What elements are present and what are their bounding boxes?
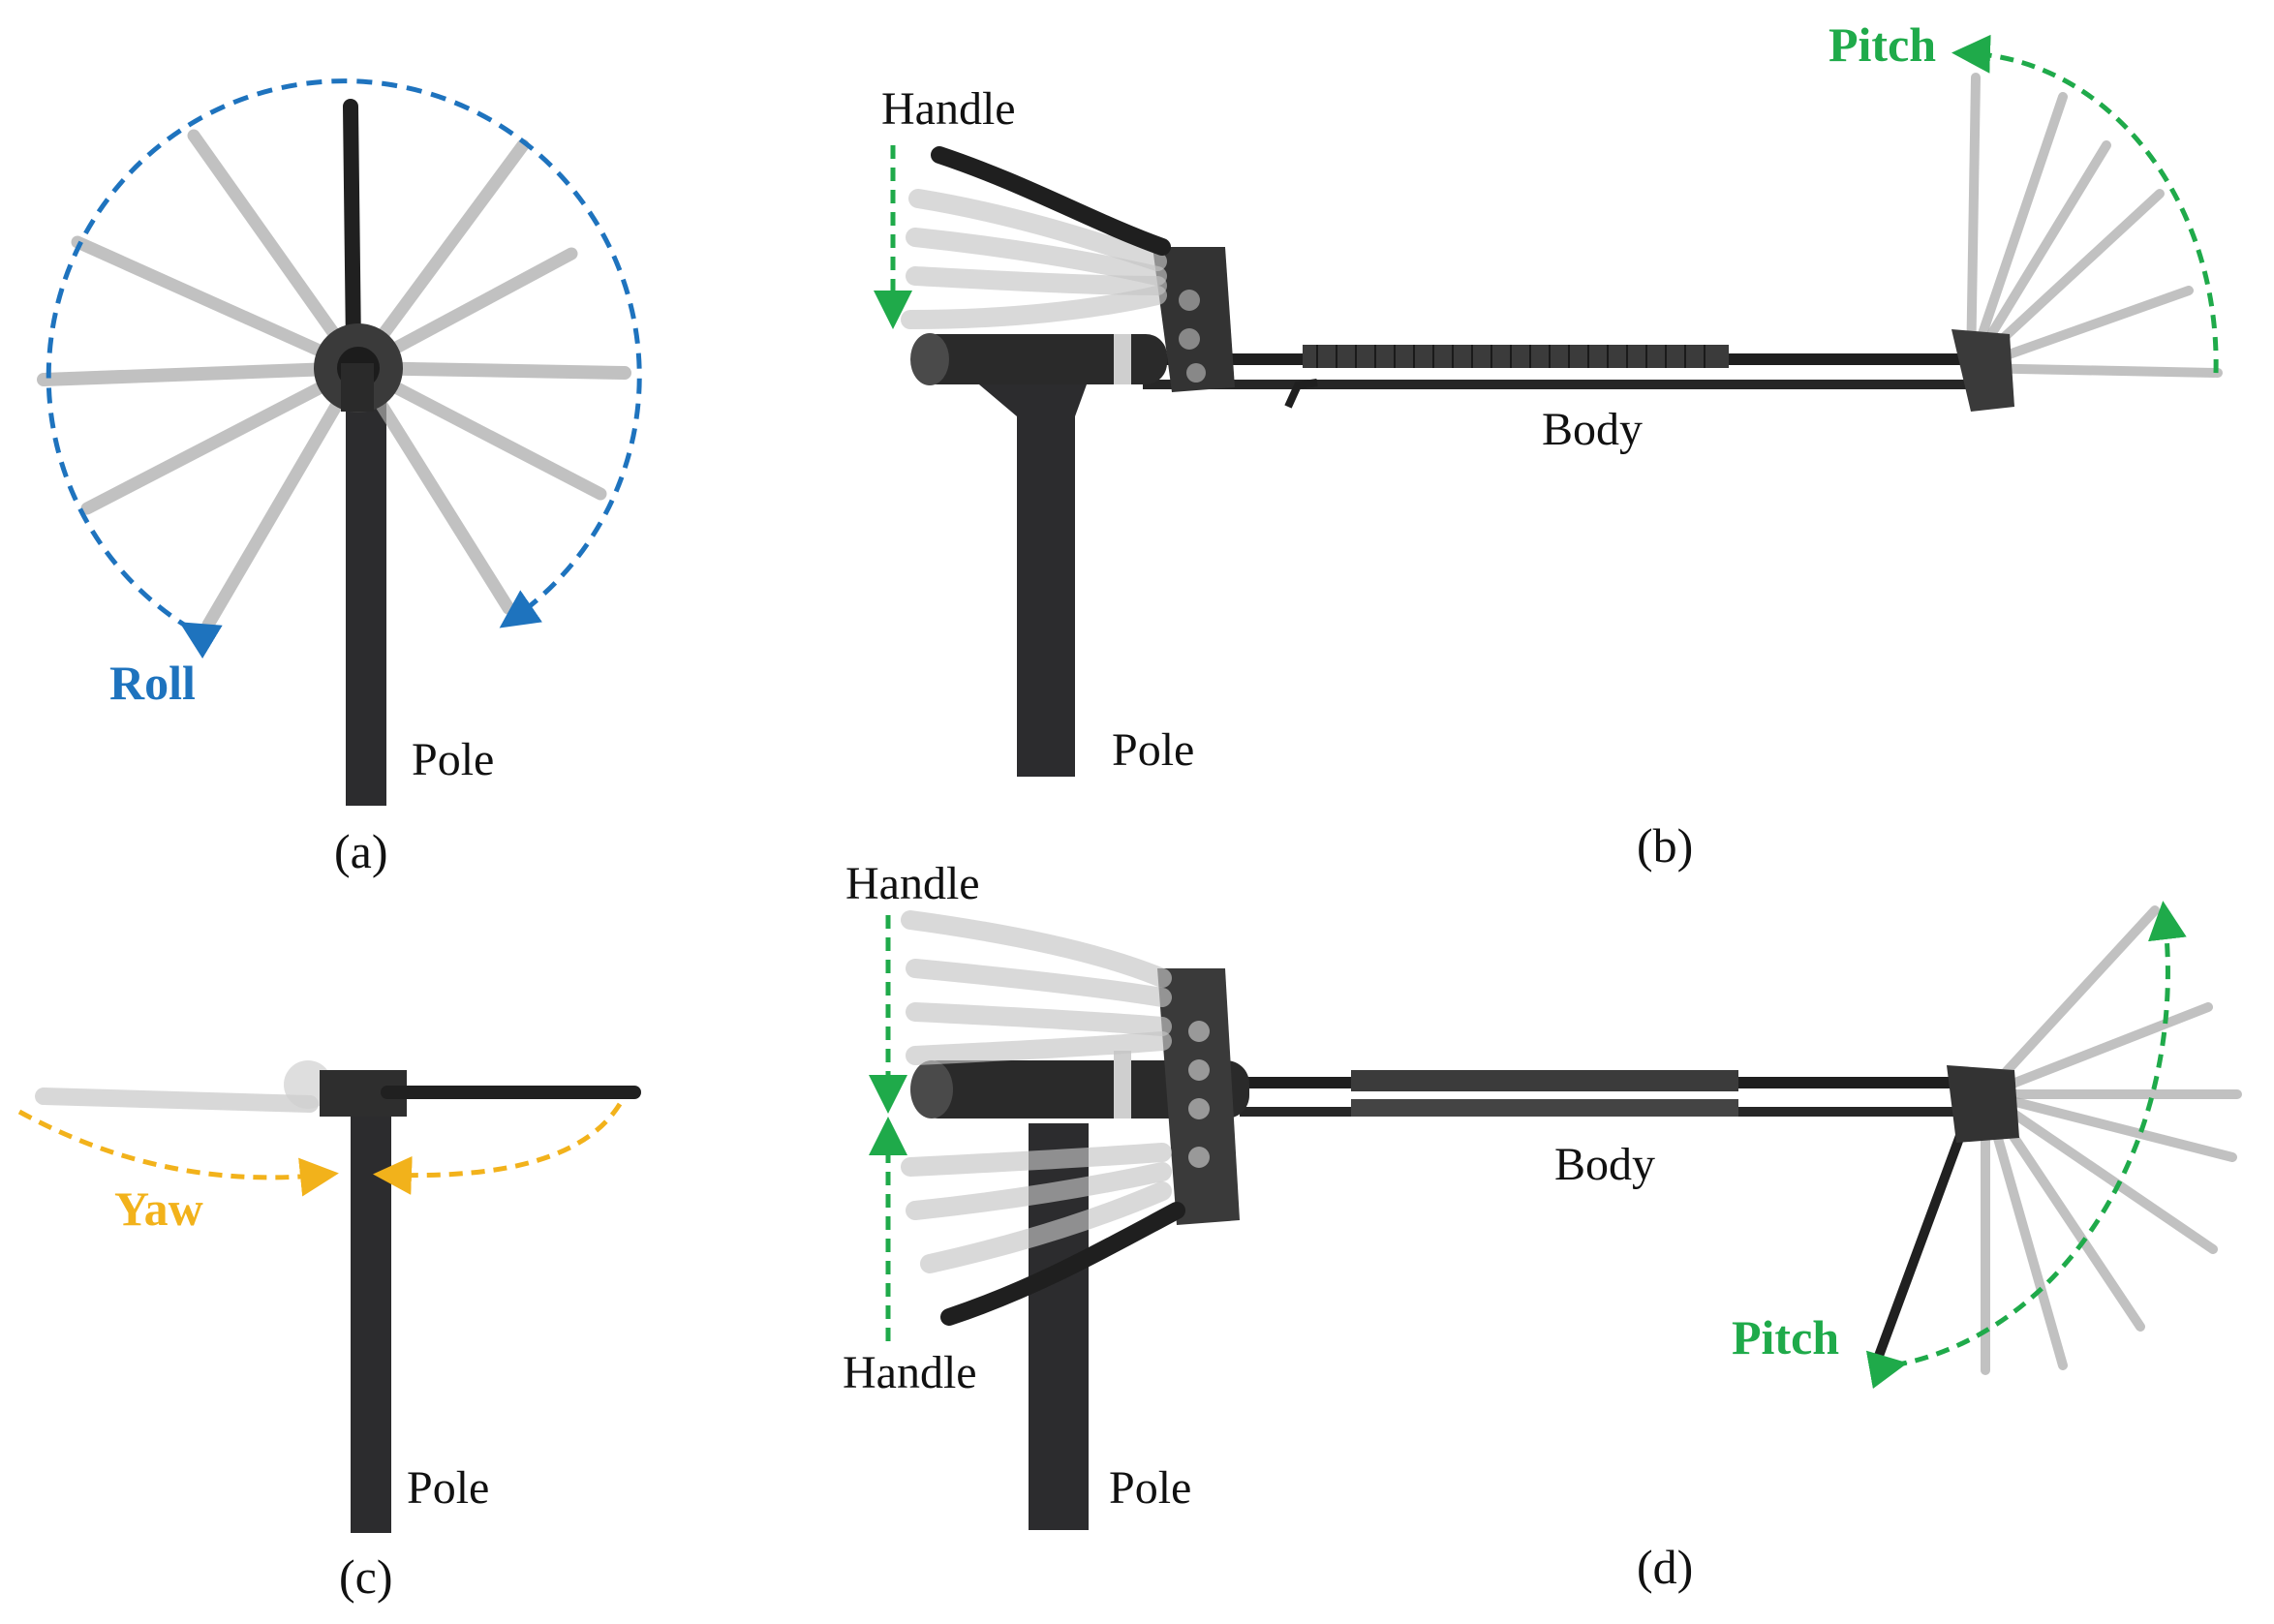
yaw-label: Yaw (114, 1181, 203, 1236)
roll-arrow (46, 78, 642, 659)
handle-bottom-label-d: Handle (843, 1347, 977, 1398)
caption-a: (a) (334, 824, 388, 878)
body-spring-d (1351, 1070, 1738, 1091)
caption-c: (c) (339, 1549, 393, 1604)
housing-b (915, 334, 1167, 384)
yaw-arrow-left (17, 1109, 339, 1197)
panel-c: Yaw Pole (c) (17, 1060, 641, 1604)
pole-a (346, 387, 386, 806)
handle-label-b: Handle (881, 83, 1016, 135)
body-label-b: Body (1542, 404, 1643, 455)
pitch-rod-solid-d (1874, 1128, 1966, 1361)
side-plate-b (1152, 247, 1235, 392)
pole-label-c: Pole (407, 1462, 489, 1514)
body-spring-b (1303, 345, 1729, 368)
roll-label: Roll (109, 656, 196, 710)
side-plate-d (1157, 968, 1240, 1225)
yaw-arrow-right (373, 1102, 623, 1195)
pole-b (1017, 378, 1075, 777)
pitch-arrow-d (1865, 901, 2187, 1390)
roll-rod-solid (343, 99, 361, 356)
pitch-arrow-b (1951, 34, 2219, 374)
yaw-rod-ghost (35, 1088, 319, 1113)
pole-label-a: Pole (412, 734, 494, 785)
handle-ghosts-d-upper (901, 910, 1172, 1065)
pitch-label-b: Pitch (1828, 17, 1936, 72)
handle-solid-b (931, 146, 1171, 256)
caption-d: (d) (1637, 1540, 1693, 1594)
pitch-ghost-rods-d (1981, 905, 2242, 1375)
pitch-ghost-rods-b (1966, 73, 2223, 378)
panel-a: Roll Pole (a) (37, 78, 642, 878)
body-label-d: Body (1554, 1139, 1655, 1190)
handle-top-label-d: Handle (845, 858, 980, 909)
panel-b: Pitch Handle Body Pole (b) (874, 17, 2223, 873)
pole-label-b: Pole (1112, 724, 1194, 776)
pole-c (351, 1099, 391, 1533)
handle-ghosts-b (901, 189, 1167, 329)
handle-solid-d (940, 1202, 1185, 1326)
caption-b: (b) (1637, 818, 1693, 873)
pole-label-d: Pole (1109, 1462, 1191, 1514)
handle-ghosts-d-lower (901, 1143, 1172, 1273)
panel-d: Handle Handle Body Pitch Pole (d) (843, 858, 2242, 1594)
pitch-label-d: Pitch (1732, 1310, 1839, 1364)
